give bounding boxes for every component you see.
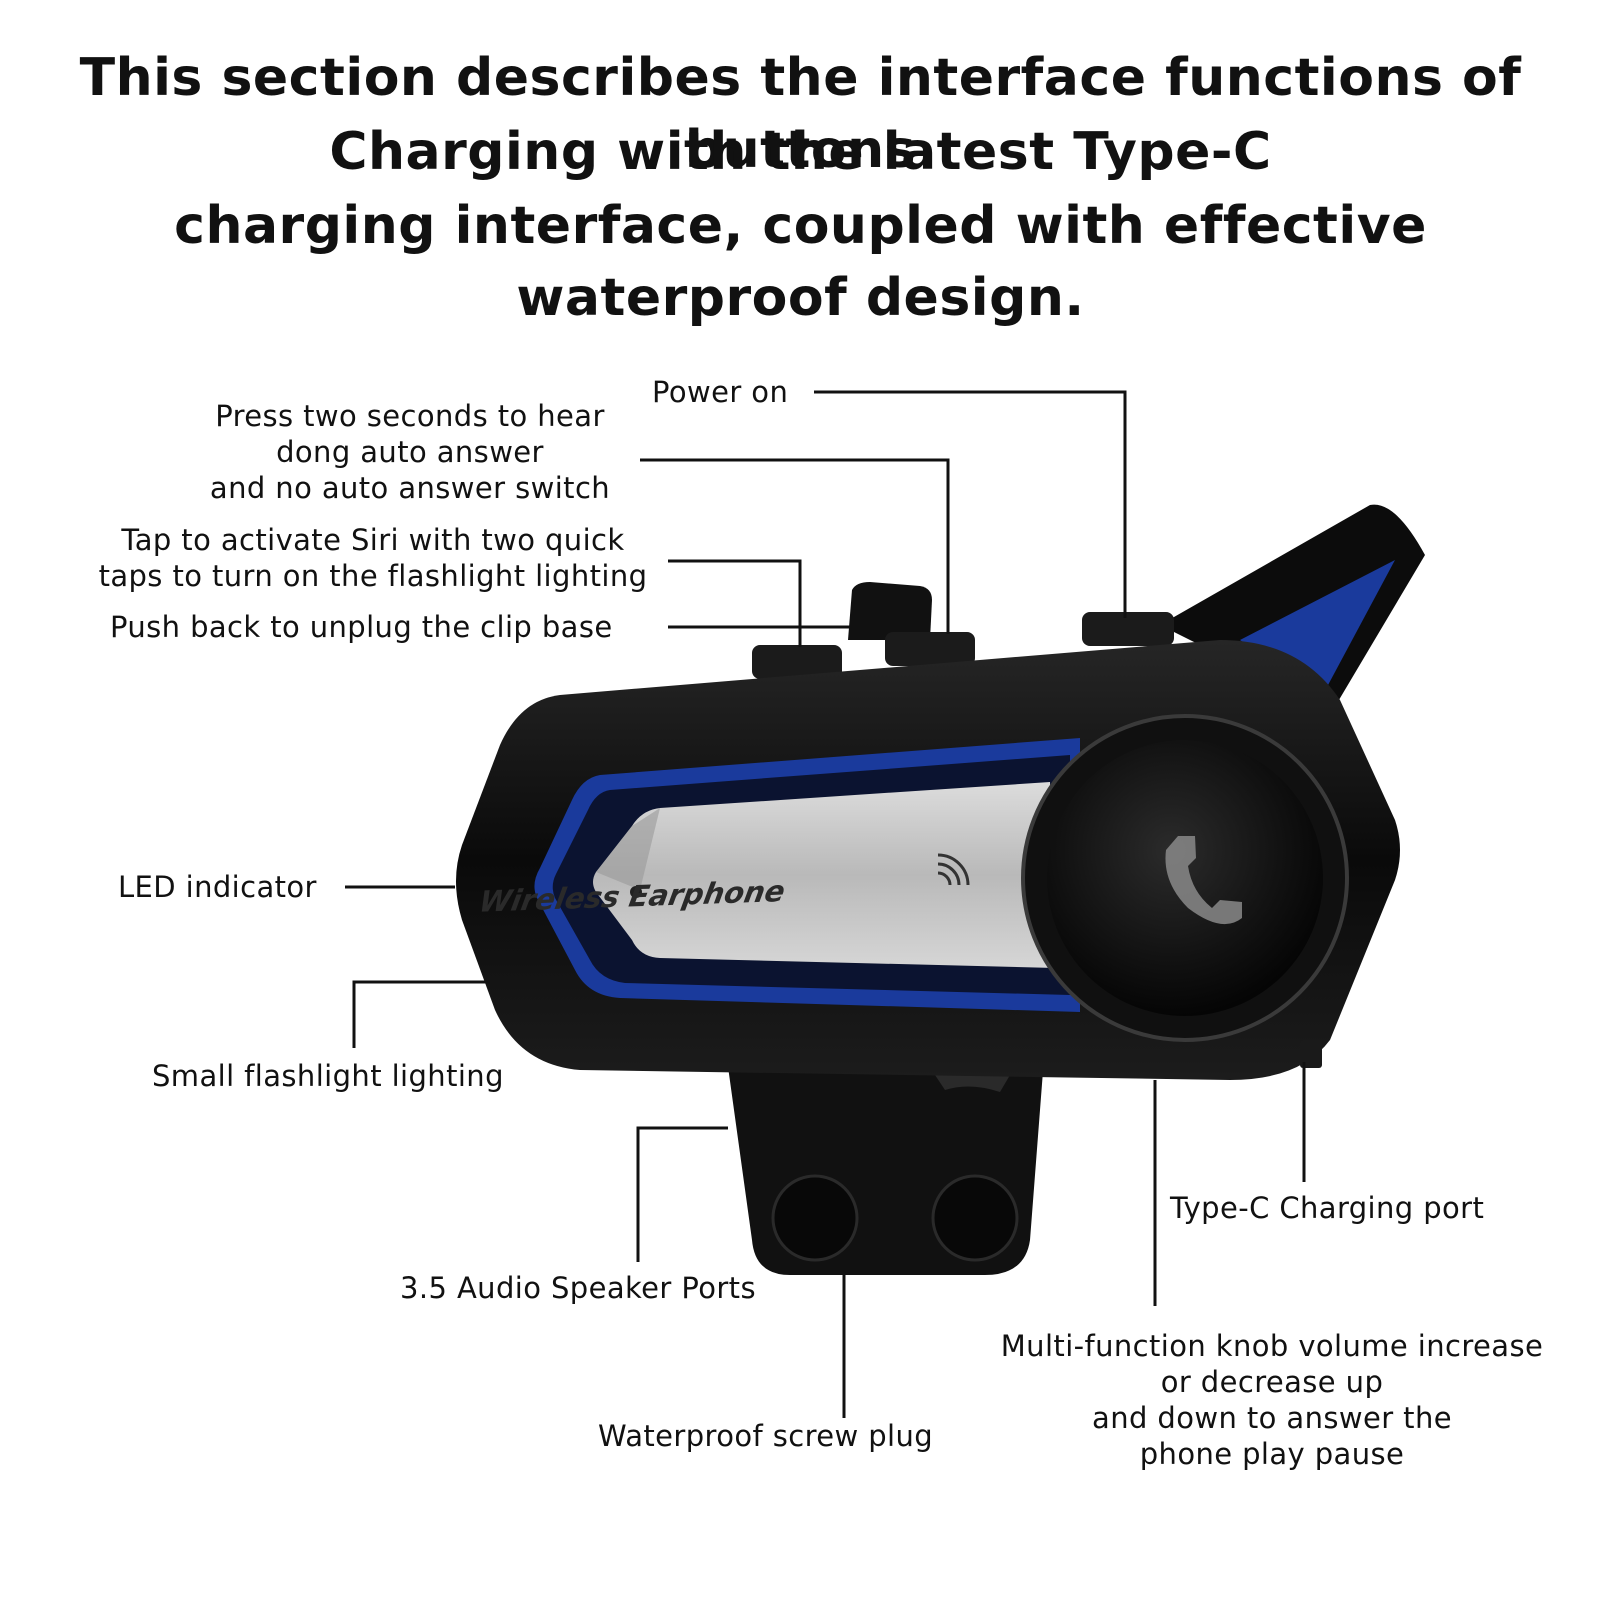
- label-knob-3: and down to answer the: [1092, 1401, 1452, 1435]
- power-button[interactable]: [1082, 612, 1174, 646]
- speaker-port-left: [771, 1174, 859, 1262]
- silver-panel: [593, 782, 1055, 968]
- label-audio-ports: 3.5 Audio Speaker Ports: [400, 1271, 756, 1305]
- type-c-port: [1300, 1040, 1322, 1068]
- label-siri-1: Tap to activate Siri with two quick: [121, 523, 625, 557]
- label-screw-plug: Waterproof screw plug: [598, 1419, 934, 1453]
- label-auto-answer-2: dong auto answer: [276, 435, 544, 469]
- label-type-c: Type-C Charging port: [1170, 1191, 1485, 1225]
- heading-line-2: Charging with the latest Type-C: [329, 122, 1272, 182]
- speaker-port-right: [931, 1174, 1019, 1262]
- phone-icon: [1165, 836, 1242, 925]
- heading-line-1: This section describes the interface fun…: [79, 48, 1522, 180]
- line-flashlight: [352, 980, 490, 1048]
- line-auto-answer: [640, 458, 950, 634]
- line-audio-ports: [636, 1126, 728, 1262]
- siri-button[interactable]: [752, 645, 842, 679]
- label-siri-2: taps to turn on the flashlight lighting: [98, 559, 648, 593]
- label-flashlight: Small flashlight lighting: [152, 1059, 504, 1093]
- label-power-on: Power on: [652, 375, 789, 409]
- line-siri: [668, 559, 802, 647]
- label-clip-base: Push back to unplug the clip base: [110, 610, 613, 644]
- fin: [1160, 504, 1425, 715]
- label-knob-4: phone play pause: [1139, 1437, 1405, 1471]
- callout-lines: [345, 390, 1306, 1418]
- line-power-on: [814, 390, 1127, 618]
- label-auto-answer-1: Press two seconds to hear: [215, 399, 605, 433]
- wireless-signal-icon: [937, 853, 970, 886]
- heading-line-4: waterproof design.: [516, 268, 1085, 328]
- auto-answer-button[interactable]: [885, 632, 975, 666]
- heading-line-3: charging interface, coupled with effecti…: [174, 196, 1427, 256]
- panel-bevel: [596, 808, 660, 890]
- label-led-indicator: LED indicator: [118, 870, 317, 904]
- clip-base-top: [848, 582, 932, 640]
- label-knob-2: or decrease up: [1160, 1365, 1384, 1399]
- led-indicator-dot: [630, 886, 642, 898]
- label-auto-answer-3: and no auto answer switch: [209, 471, 611, 505]
- label-knob-1: Multi-function knob volume increase: [1000, 1329, 1544, 1363]
